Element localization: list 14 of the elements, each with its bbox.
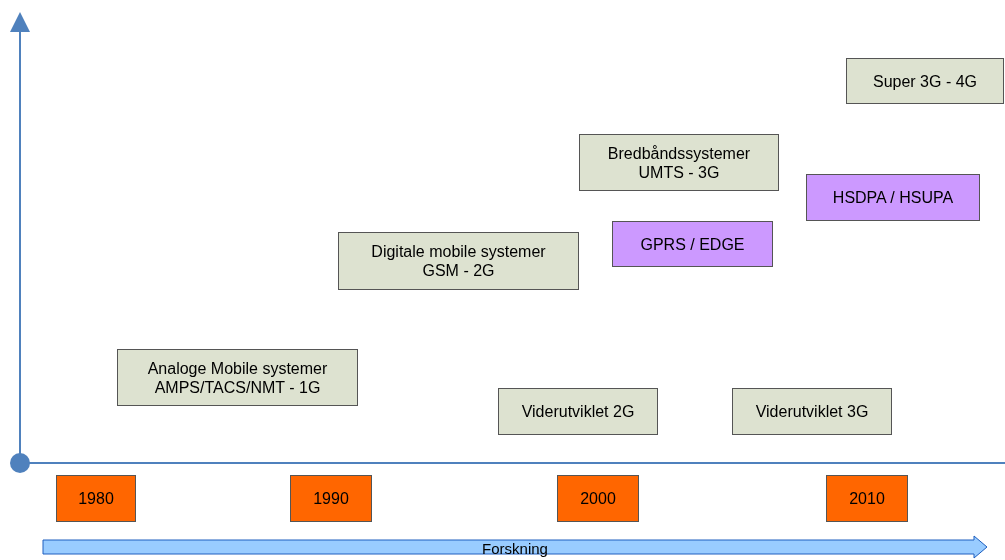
system-box: Viderutviklet 2G <box>498 388 658 435</box>
system-box: Analoge Mobile systemer AMPS/TACS/NMT - 1G <box>117 349 358 406</box>
year-box: 2010 <box>826 475 908 522</box>
system-box: Viderutviklet 3G <box>732 388 892 435</box>
arrow-label: Forskning <box>482 541 548 556</box>
year-box: 1980 <box>56 475 136 522</box>
system-box: Digitale mobile systemer GSM - 2G <box>338 232 579 290</box>
system-box: GPRS / EDGE <box>612 221 773 267</box>
year-box: 2000 <box>557 475 639 522</box>
research-arrow <box>42 535 988 559</box>
system-box: Bredbåndssystemer UMTS - 3G <box>579 134 779 191</box>
system-box: HSDPA / HSUPA <box>806 174 980 221</box>
year-box: 1990 <box>290 475 372 522</box>
system-box: Super 3G - 4G <box>846 58 1004 104</box>
